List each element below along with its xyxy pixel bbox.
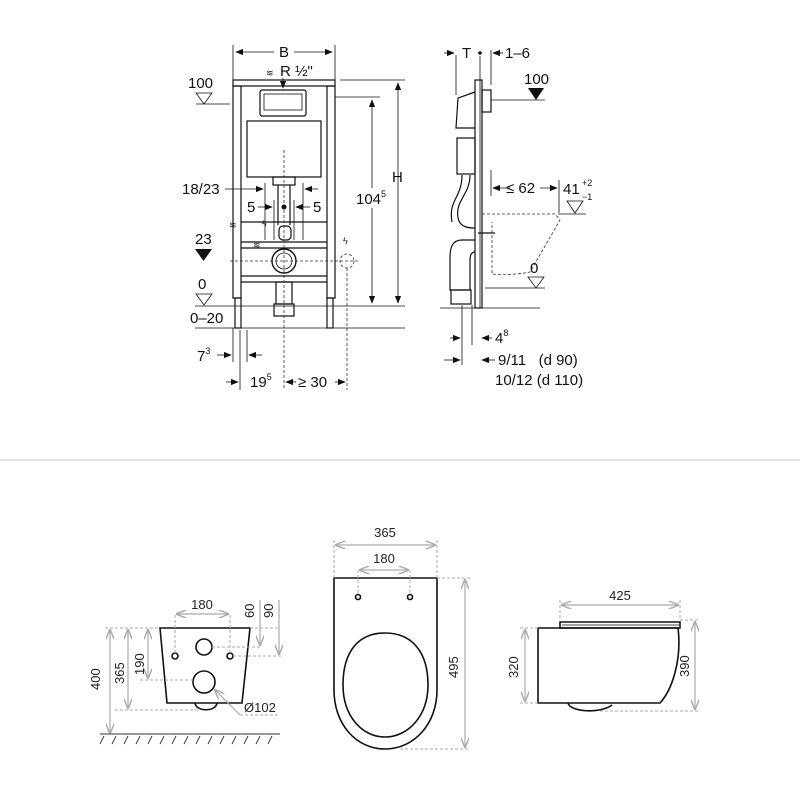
level-23-label: 23 — [195, 231, 212, 248]
dim-min30-label: ≥ 30 — [298, 374, 327, 391]
water-icon-2: ≋ — [253, 240, 261, 250]
seat-lid — [559, 621, 681, 629]
dim-195-label: 195 — [250, 372, 272, 391]
side-level-0-label: 0 — [530, 260, 538, 277]
dim-max62-label: ≤ 62 — [506, 180, 535, 197]
seat-opening — [342, 632, 429, 738]
bowl-rear-outline — [159, 627, 251, 704]
toilet-outline-dashed — [482, 213, 561, 275]
electric-icon-inner: ϟ — [262, 219, 267, 229]
seat-height-label: 41 — [563, 181, 580, 198]
dim-18-23-label: 18/23 — [182, 181, 220, 198]
cistern — [246, 120, 322, 178]
seat-tolerance-plus: +2 — [582, 178, 592, 188]
dim-5-right-label: 5 — [313, 199, 321, 216]
water-connection-label: R ½" — [280, 63, 313, 80]
side-level-100-label: 100 — [524, 71, 549, 88]
dim-365-label: 365 — [112, 662, 127, 684]
bowl-top-view: 365 180 495 — [333, 525, 470, 750]
frame-front-view: B R ½" ≋ ϟ ϟ ≋ ≋ — [182, 42, 405, 391]
seat-outline — [333, 577, 438, 750]
dim-90-label: 90 — [261, 604, 276, 618]
body-height-label: 320 — [506, 656, 521, 678]
height-label: H — [392, 169, 403, 186]
hole-spacing-label: 180 — [191, 597, 213, 612]
frame-side-view: T 1–6 100 ≤ 62 41 +2 −1 0 — [440, 45, 592, 389]
bowl-side-outline — [537, 627, 680, 704]
seat-length-label: 495 — [446, 656, 461, 678]
seat-width-label: 365 — [374, 525, 396, 540]
electric-icon: ϟ — [343, 236, 348, 246]
dim-190-label: 190 — [132, 653, 147, 675]
dim-1-6-label: 1–6 — [505, 45, 530, 62]
outlet-diameter-label: Ø102 — [244, 700, 276, 715]
frame-side-profile — [474, 79, 483, 309]
pipe-d110-label: 10/12 (d 110) — [495, 372, 583, 389]
bowl-side-view: 425 320 390 — [506, 588, 700, 712]
floor-hatching — [99, 735, 273, 745]
width-label: B — [279, 44, 289, 61]
level-100-label: 100 — [188, 75, 213, 92]
dim-48-label: 48 — [495, 328, 508, 347]
flush-plate — [259, 89, 307, 117]
water-inlet-icon: ≋ — [229, 220, 237, 230]
outlet-hole — [192, 670, 216, 694]
dim-60-label: 60 — [242, 604, 257, 618]
level-0-label: 0 — [198, 276, 206, 293]
pipe-d90-label: 9/11 (d 90) — [498, 352, 578, 369]
water-icon: ≋ — [266, 68, 274, 78]
level-marker-open — [195, 92, 213, 105]
bowl-length-label: 425 — [609, 588, 631, 603]
dim-5-left-label: 5 — [247, 199, 255, 216]
level-marker-filled — [195, 249, 212, 261]
hinge-spacing-label: 180 — [373, 551, 395, 566]
height-1045-label: 1045 — [356, 189, 386, 208]
total-height-label: 390 — [677, 655, 692, 677]
depth-label: T — [462, 45, 471, 62]
seat-tolerance-minus: −1 — [582, 192, 592, 202]
bowl-rear-view: 180 60 90 190 365 400 Ø102 — [88, 597, 282, 745]
dim-73-label: 73 — [197, 346, 210, 365]
range-0-20-label: 0–20 — [190, 310, 223, 327]
dim-400-label: 400 — [88, 668, 103, 690]
